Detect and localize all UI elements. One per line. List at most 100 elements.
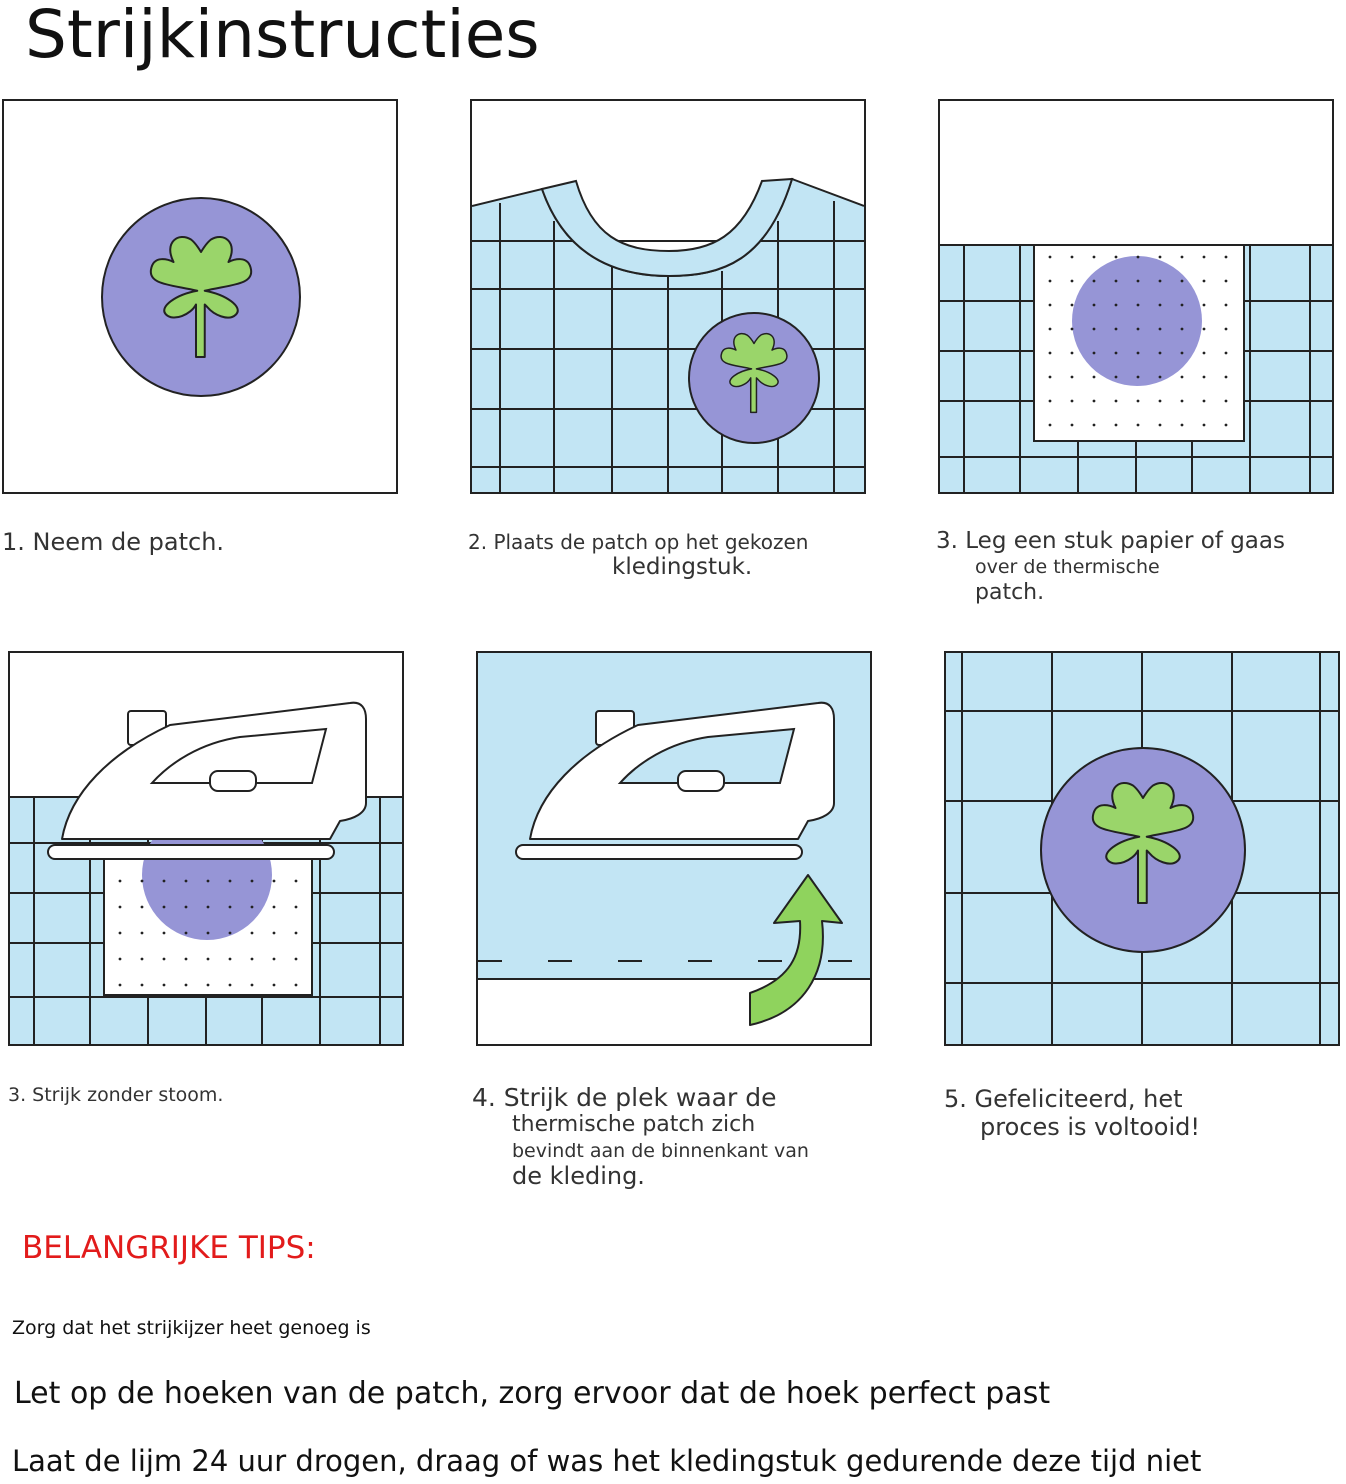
paper-dot (1136, 255, 1140, 259)
paper-dot (1114, 423, 1118, 427)
paper-dot (1070, 399, 1074, 403)
paper-dot (184, 957, 188, 961)
paper-dot (250, 983, 254, 987)
paper-dot (162, 905, 166, 909)
step-4-illustration (8, 651, 404, 1046)
paper-dot (140, 905, 144, 909)
paper-dot (250, 957, 254, 961)
paper-dot (118, 957, 122, 961)
paper-dot (1070, 375, 1074, 379)
clover-icon (149, 236, 253, 358)
paper-dot (162, 983, 166, 987)
paper-dot (1158, 255, 1162, 259)
step-2-caption: 2. Plaats de patch op het gekozen kledin… (468, 530, 808, 580)
paper-dot (206, 879, 210, 883)
paper-dot (272, 931, 276, 935)
paper-dot (1114, 351, 1118, 355)
paper-dot (206, 931, 210, 935)
paper-dot (294, 905, 298, 909)
paper-dot (1092, 303, 1096, 307)
paper-dot (228, 905, 232, 909)
paper-dot (1180, 255, 1184, 259)
paper-dot (118, 931, 122, 935)
paper-dot (1180, 279, 1184, 283)
paper-dot (294, 983, 298, 987)
paper-dot (1070, 351, 1074, 355)
paper-dot (1180, 423, 1184, 427)
paper-dot (1158, 279, 1162, 283)
tip-item: Laat de lijm 24 uur drogen, draag of was… (12, 1444, 1202, 1478)
tips-heading: BELANGRIJKE TIPS: (22, 1230, 316, 1266)
page-title: Strijkinstructies (25, 0, 540, 73)
paper-dot (294, 931, 298, 935)
iron-icon (515, 701, 835, 860)
paper-dot (1048, 423, 1052, 427)
paper-dot (1070, 255, 1074, 259)
paper-dot (1224, 303, 1228, 307)
paper-dot (1070, 303, 1074, 307)
paper-dot (118, 879, 122, 883)
paper-dot (1114, 303, 1118, 307)
paper-dot (1136, 351, 1140, 355)
paper-dot (1224, 423, 1228, 427)
paper-dot (1202, 303, 1206, 307)
paper-dot (294, 879, 298, 883)
paper-dot (1158, 327, 1162, 331)
paper-dot (272, 905, 276, 909)
paper-dot (1224, 279, 1228, 283)
paper-dot (1202, 423, 1206, 427)
paper-dot (140, 983, 144, 987)
paper-dot (140, 931, 144, 935)
paper-dot (118, 905, 122, 909)
shirt-collar (540, 177, 794, 278)
paper-dot (1048, 375, 1052, 379)
paper-dot (1202, 255, 1206, 259)
paper-dot (272, 983, 276, 987)
paper-dot (1070, 279, 1074, 283)
paper-dot (1092, 399, 1096, 403)
paper-dot (1158, 375, 1162, 379)
paper-dot (1048, 399, 1052, 403)
patch-circle (142, 810, 272, 940)
arrow-icon (749, 874, 843, 1026)
paper-dot (1092, 423, 1096, 427)
paper-dot (206, 905, 210, 909)
paper-dot (228, 879, 232, 883)
paper-dot (1092, 279, 1096, 283)
caption-line: 4. Strijk de plek waar de (472, 1083, 777, 1112)
paper-dot (118, 983, 122, 987)
paper-dot (272, 879, 276, 883)
step-1-caption: 1. Neem de patch. (2, 528, 224, 556)
paper-dot (162, 879, 166, 883)
paper-dot (1180, 351, 1184, 355)
step-4-caption: 3. Strijk zonder stoom. (8, 1084, 223, 1106)
iron-icon (47, 701, 367, 860)
paper-dot (1202, 351, 1206, 355)
paper-dot (206, 957, 210, 961)
paper-dot (1180, 303, 1184, 307)
paper-dot (250, 905, 254, 909)
caption-line: thermische patch zich (512, 1112, 756, 1137)
caption-line: 3. Strijk zonder stoom. (8, 1084, 224, 1106)
caption-line: proces is voltooid! (980, 1113, 1201, 1141)
paper-dot (228, 957, 232, 961)
step-2-illustration (470, 99, 866, 494)
paper-dot (1092, 327, 1096, 331)
paper-dot (1048, 351, 1052, 355)
paper-dot (1224, 375, 1228, 379)
paper-dot (228, 931, 232, 935)
paper-dot (1092, 375, 1096, 379)
tip-item: Let op de hoeken van de patch, zorg ervo… (14, 1376, 1051, 1411)
paper-dot (294, 957, 298, 961)
paper-dot (1092, 255, 1096, 259)
paper-dot (1202, 375, 1206, 379)
paper-dot (140, 879, 144, 883)
step-3-caption: 3. Leg een stuk papier of gaas over de t… (936, 528, 1285, 605)
paper-dot (140, 957, 144, 961)
caption-line: 5. Gefeliciteerd, het (944, 1085, 1183, 1113)
caption-line: over de thermische (975, 556, 1160, 578)
paper-dot (206, 983, 210, 987)
caption-line: 2. Plaats de patch op het gekozen (468, 530, 809, 554)
clover-icon (1091, 782, 1195, 904)
step-1-illustration (2, 99, 398, 494)
